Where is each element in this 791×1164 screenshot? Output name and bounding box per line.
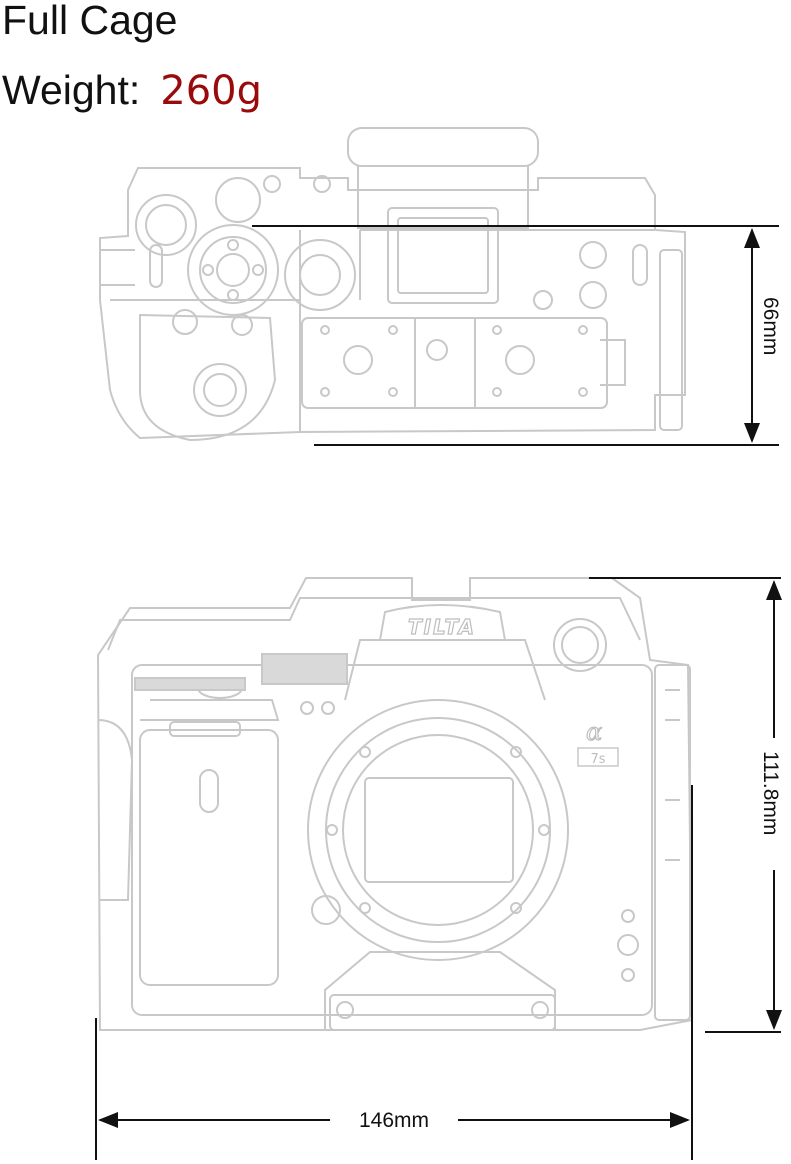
rear-dial bbox=[193, 363, 247, 417]
baseplate bbox=[324, 951, 556, 1030]
model-badge-frame bbox=[577, 747, 619, 767]
exposure-dial bbox=[284, 239, 356, 311]
page-title: Full Cage bbox=[2, 0, 178, 43]
front-view-width-dimension bbox=[95, 785, 693, 1160]
front-view-height-label: 111.8mm bbox=[759, 751, 782, 835]
viewfinder-eyecup bbox=[347, 127, 539, 167]
camera-body bbox=[131, 664, 653, 1016]
cage-frame bbox=[96, 577, 694, 1031]
weight-value: 260g bbox=[160, 68, 263, 114]
control-wheel bbox=[187, 224, 279, 316]
top-view-dimension bbox=[252, 225, 779, 446]
image-sensor bbox=[364, 777, 514, 883]
front-view-height-dimension bbox=[589, 577, 782, 1033]
model-badge: 7s bbox=[590, 752, 605, 767]
lens-mount bbox=[307, 699, 569, 961]
weight-label: Weight: bbox=[2, 67, 141, 113]
viewfinder-hump bbox=[378, 604, 507, 641]
weight-line: Weight: 260g bbox=[2, 66, 262, 115]
top-view-camera-cage bbox=[99, 127, 686, 442]
front-view-camera-cage bbox=[96, 577, 694, 1031]
top-mount-plate bbox=[301, 317, 608, 409]
top-view-height-label: 66mm bbox=[759, 297, 782, 355]
viewfinder-block bbox=[387, 207, 499, 304]
model-mark: α bbox=[586, 718, 602, 746]
mode-dial bbox=[135, 194, 197, 256]
brand-logo: TILTA bbox=[408, 615, 476, 639]
camera-grip bbox=[139, 729, 279, 986]
front-view-width-label: 146mm bbox=[359, 1109, 429, 1132]
